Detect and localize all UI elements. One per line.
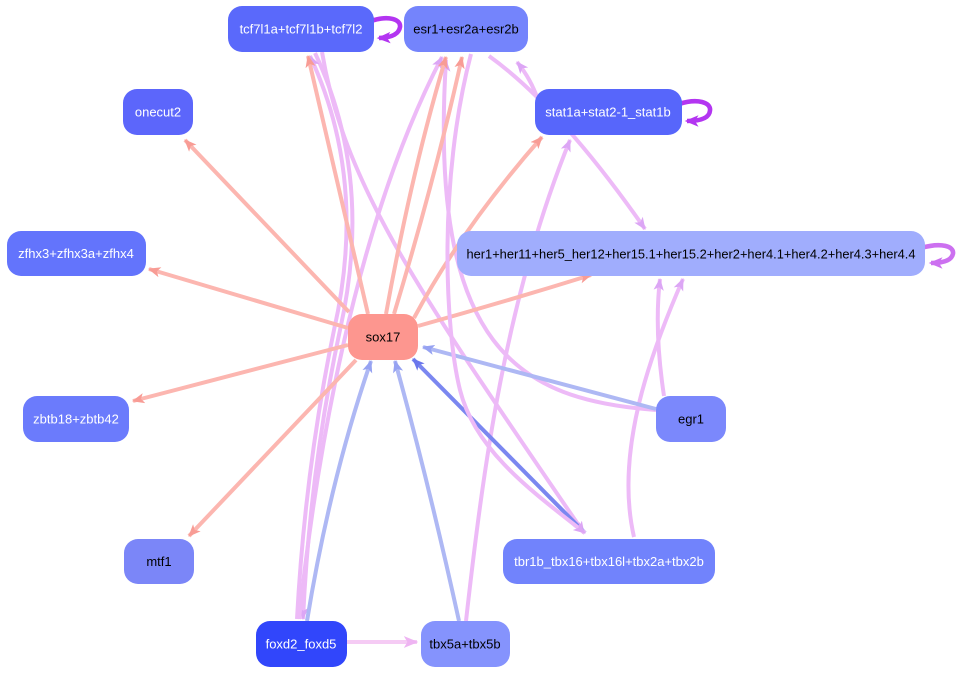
svg-text:foxd2_foxd5: foxd2_foxd5	[266, 637, 337, 652]
svg-text:egr1: egr1	[678, 412, 704, 427]
svg-text:her1+her11+her5_her12+her15.1+: her1+her11+her5_her12+her15.1+her15.2+he…	[467, 247, 916, 262]
svg-text:zfhx3+zfhx3a+zfhx4: zfhx3+zfhx3a+zfhx4	[18, 246, 134, 261]
svg-text:zbtb18+zbtb42: zbtb18+zbtb42	[33, 412, 119, 427]
svg-text:tbr1b_tbx16+tbx16l+tbx2a+tbx2b: tbr1b_tbx16+tbx16l+tbx2a+tbx2b	[514, 554, 704, 569]
svg-text:tbx5a+tbx5b: tbx5a+tbx5b	[429, 637, 500, 652]
svg-text:stat1a+stat2-1_stat1b: stat1a+stat2-1_stat1b	[545, 105, 670, 120]
svg-text:onecut2: onecut2	[135, 105, 181, 120]
svg-text:esr1+esr2a+esr2b: esr1+esr2a+esr2b	[413, 22, 519, 37]
svg-text:tcf7l1a+tcf7l1b+tcf7l2: tcf7l1a+tcf7l1b+tcf7l2	[240, 22, 363, 37]
svg-text:sox17: sox17	[366, 330, 401, 345]
svg-text:mtf1: mtf1	[146, 554, 171, 569]
